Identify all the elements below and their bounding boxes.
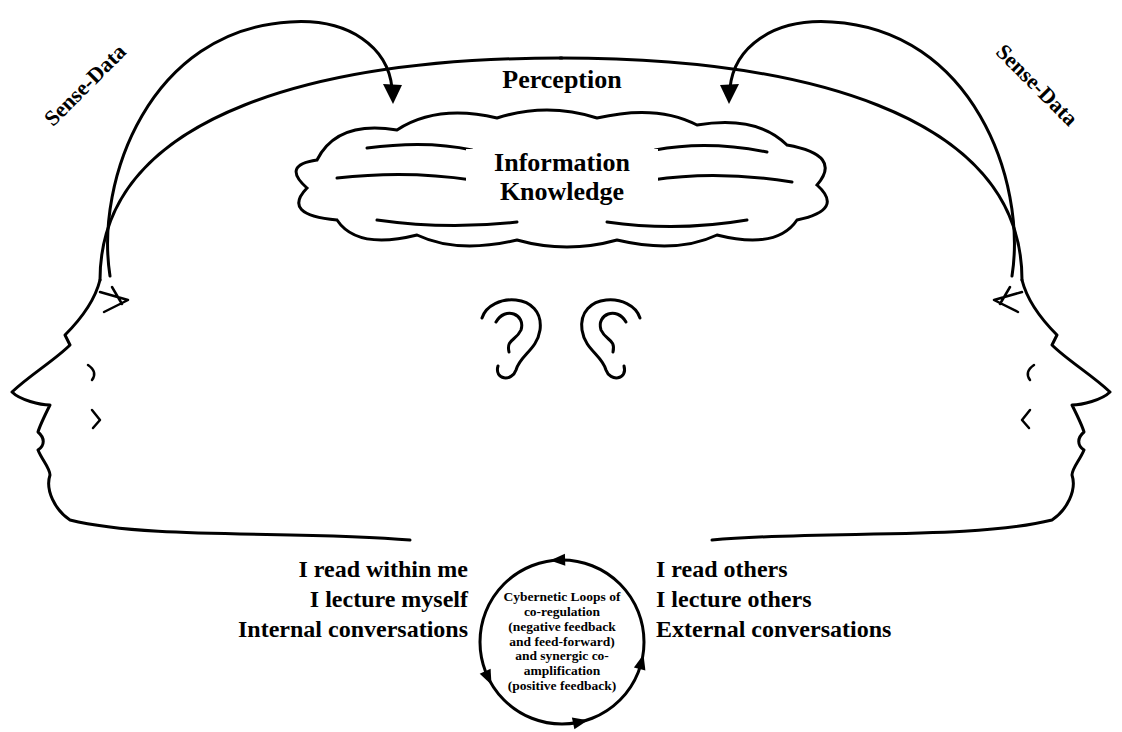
brain-fold — [367, 144, 472, 150]
brain-fold — [652, 175, 792, 182]
brain-fold — [655, 145, 767, 152]
loop-arrowhead — [572, 718, 588, 730]
loop-arrowhead — [550, 554, 565, 566]
loop-circle: Cybernetic Loops of co-regulation (negat… — [478, 558, 646, 726]
loop-arrowhead — [480, 669, 492, 685]
perception-heading: Perception — [277, 66, 847, 95]
loop-ring — [480, 560, 644, 724]
external-line: External conversations — [656, 616, 891, 644]
face-profile — [12, 22, 562, 540]
internal-line-holder: Internal conversations — [238, 616, 468, 644]
internal-line-holder: I read within me — [298, 556, 468, 584]
external-line-holder: I read others — [656, 556, 788, 584]
face-profile-mirrored — [560, 22, 1110, 540]
sense-data-label: Sense-Data — [991, 39, 1083, 131]
external-line-holder: External conversations — [656, 616, 891, 644]
loop-arrowhead — [634, 655, 646, 671]
brain-text: Information Knowledge — [466, 149, 658, 206]
mouth-corner — [92, 410, 100, 428]
brain-fold — [377, 220, 517, 226]
internal-line: I read within me — [298, 556, 468, 584]
eye — [100, 287, 128, 312]
internal-line: Internal conversations — [238, 616, 468, 644]
face-outline — [12, 280, 410, 540]
external-line: I lecture others — [656, 586, 812, 614]
brain-fold — [337, 174, 472, 180]
brain-contour — [296, 110, 827, 247]
loop-text: Cybernetic Loops of co-regulation (negat… — [502, 590, 623, 694]
nostril — [88, 365, 94, 380]
internal-line-holder: I lecture myself — [310, 586, 468, 614]
brain-cloud: PerceptionInformation Knowledge — [277, 66, 847, 258]
arrowhead — [383, 84, 402, 104]
external-line-holder: I lecture others — [656, 586, 812, 614]
sense-data-label: Sense-Data — [39, 39, 131, 131]
brain-fold — [607, 220, 747, 227]
internal-line: I lecture myself — [310, 586, 468, 614]
ear — [482, 300, 540, 378]
external-line: I read others — [656, 556, 788, 584]
